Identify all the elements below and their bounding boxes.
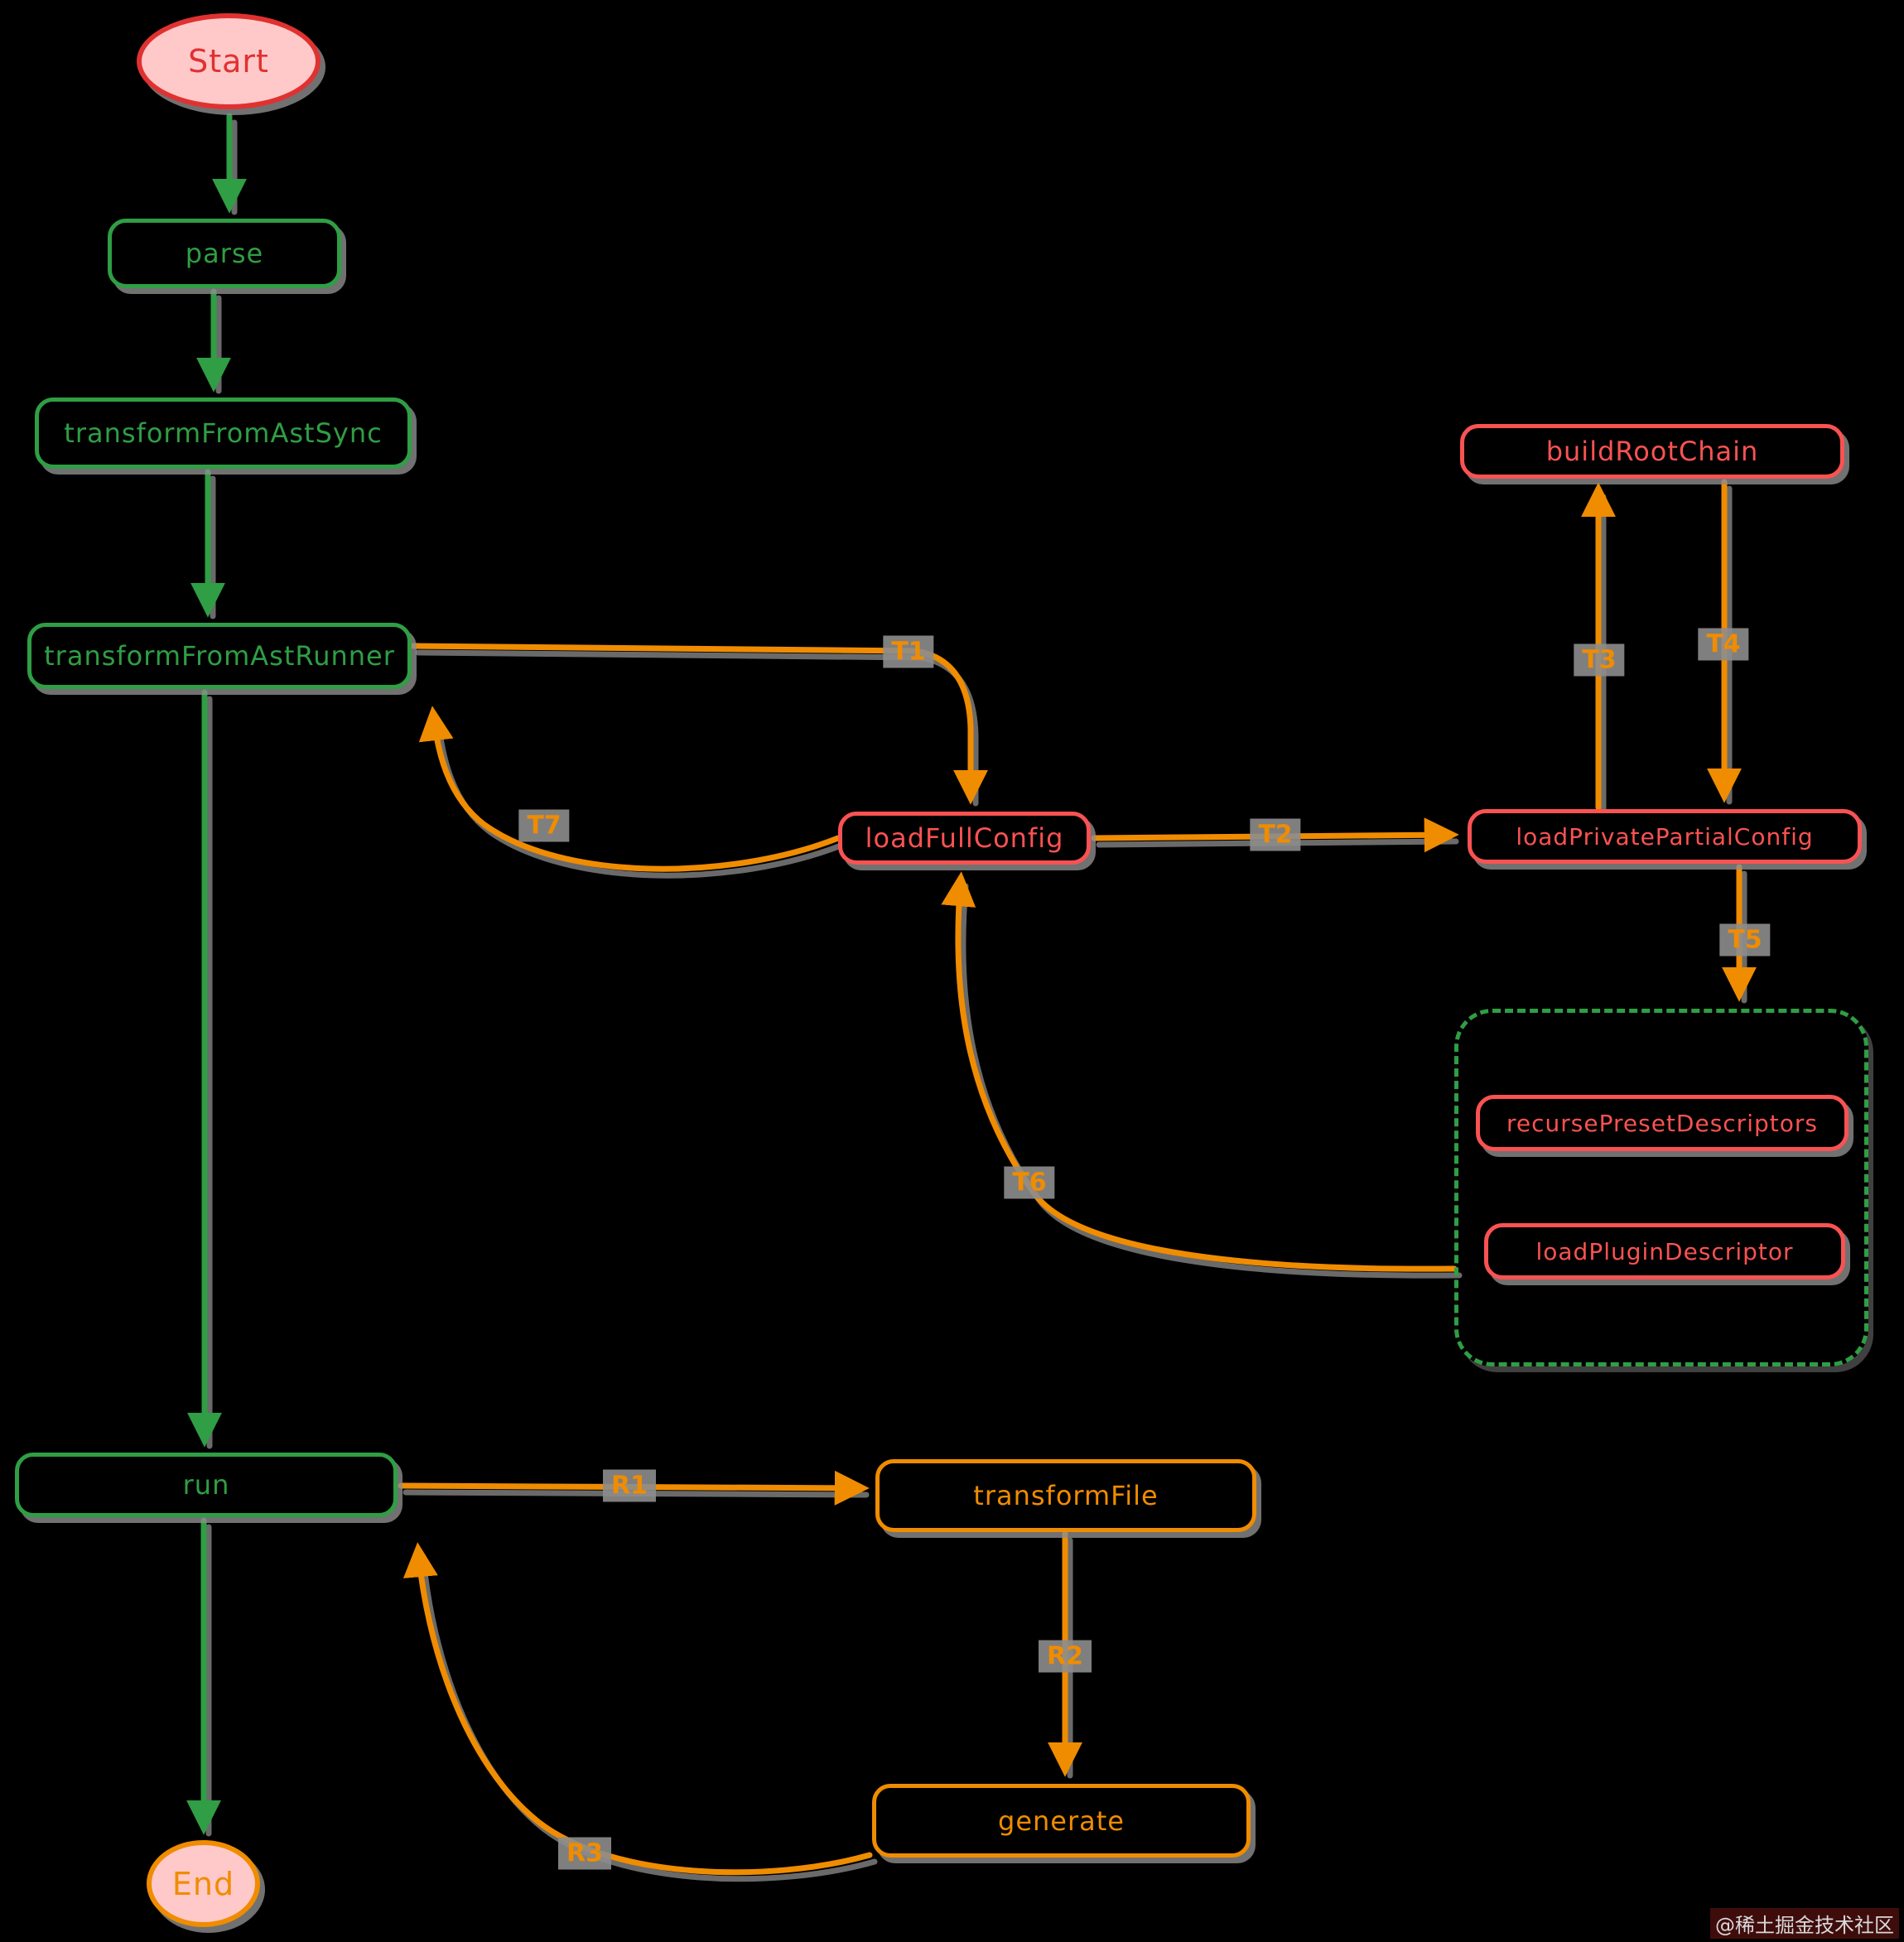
edge-label-r3: R3	[558, 1837, 611, 1870]
node-start-label: Start	[188, 43, 269, 80]
node-load-plugin-descriptor-label: loadPluginDescriptor	[1535, 1237, 1794, 1265]
node-load-private-partial-config: loadPrivatePartialConfig	[1468, 809, 1862, 864]
node-parse: parse	[108, 219, 341, 288]
node-end: End	[147, 1840, 260, 1927]
edge-label-t6: T6	[1004, 1166, 1055, 1199]
node-transform-from-ast-sync: transformFromAstSync	[35, 398, 412, 469]
node-end-label: End	[171, 1865, 235, 1902]
edge-t7-loadfullconfig-runner	[418, 706, 841, 872]
edge-r3-generate-run	[402, 1542, 873, 1876]
node-generate: generate	[872, 1784, 1251, 1858]
edge-t6-descriptors-loadfullconfig	[941, 871, 1458, 1272]
node-run-label: run	[182, 1469, 230, 1501]
edge-label-t2: T2	[1250, 818, 1301, 851]
edge-label-t1: T1	[883, 635, 934, 668]
node-build-root-chain: buildRootChain	[1460, 424, 1844, 479]
node-start: Start	[137, 13, 321, 109]
descriptor-group-container	[1454, 1009, 1868, 1366]
edge-label-r1: R1	[603, 1469, 656, 1502]
edge-label-t4: T4	[1698, 628, 1749, 661]
edge-label-t5: T5	[1719, 923, 1771, 957]
node-transform-file-label: transformFile	[973, 1480, 1159, 1511]
watermark-text: @稀土掘金技术社区	[1710, 1908, 1899, 1939]
node-build-root-chain-label: buildRootChain	[1545, 436, 1759, 467]
edge-label-t3: T3	[1574, 643, 1625, 677]
edge-shadows	[205, 119, 1747, 1882]
node-generate-label: generate	[998, 1805, 1125, 1837]
node-recurse-preset-descriptors: recursePresetDescriptors	[1476, 1095, 1849, 1151]
node-load-plugin-descriptor: loadPluginDescriptor	[1484, 1223, 1845, 1279]
node-transform-file: transformFile	[875, 1459, 1256, 1532]
edge-t1-runner-loadfullconfig	[410, 643, 988, 805]
node-load-full-config-label: loadFullConfig	[865, 822, 1064, 854]
node-transform-from-ast-sync-label: transformFromAstSync	[64, 417, 383, 449]
node-transform-from-ast-runner: transformFromAstRunner	[27, 623, 412, 689]
node-load-full-config: loadFullConfig	[838, 812, 1091, 865]
node-run: run	[15, 1453, 398, 1517]
node-parse-label: parse	[185, 238, 264, 269]
node-load-private-partial-config-label: loadPrivatePartialConfig	[1516, 822, 1814, 851]
node-transform-from-ast-runner-label: transformFromAstRunner	[44, 640, 395, 672]
edge-label-t7: T7	[518, 809, 570, 842]
edge-label-r2: R2	[1039, 1640, 1092, 1673]
node-recurse-preset-descriptors-label: recursePresetDescriptors	[1506, 1109, 1818, 1137]
